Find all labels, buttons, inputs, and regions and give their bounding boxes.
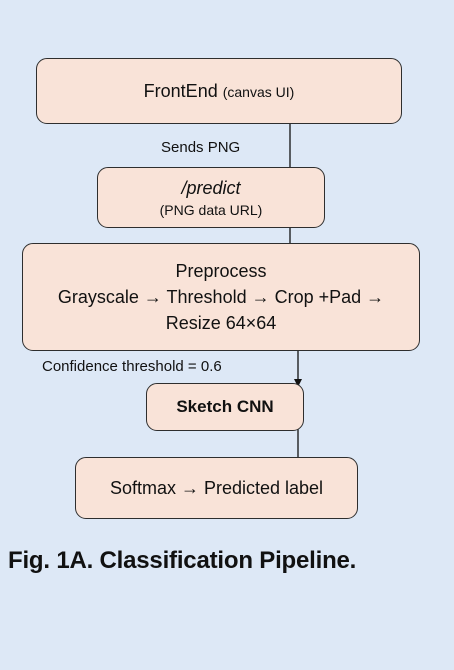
- softmax-title: Softmax → Predicted label: [109, 477, 324, 498]
- sketch-cnn-node: Sketch CNN: [146, 383, 304, 431]
- sketch-cnn-title: Sketch CNN: [176, 397, 274, 416]
- predict-title: /predict: [181, 177, 241, 198]
- frontend-node: FrontEnd (canvas UI): [36, 58, 402, 124]
- figure-caption: Fig. 1A. Classification Pipeline.: [8, 547, 357, 574]
- preprocess-node: Preprocess Grayscale → Threshold → Crop …: [22, 243, 420, 351]
- confidence-threshold-label: Confidence threshold = 0.6: [42, 358, 222, 375]
- predict-node: /predict (PNG data URL): [97, 167, 325, 228]
- sends-png-label: Sends PNG: [161, 139, 241, 156]
- preprocess-steps-line1: Grayscale → Threshold → Crop +Pad →: [57, 287, 385, 307]
- predict-subtitle: (PNG data URL): [159, 201, 263, 218]
- softmax-node: Softmax → Predicted label: [75, 457, 358, 519]
- preprocess-title: Preprocess: [175, 261, 267, 281]
- frontend-title: FrontEnd: [143, 80, 218, 101]
- frontend-subtitle: (canvas UI): [222, 83, 295, 100]
- preprocess-steps-line2: Resize 64×64: [165, 313, 277, 333]
